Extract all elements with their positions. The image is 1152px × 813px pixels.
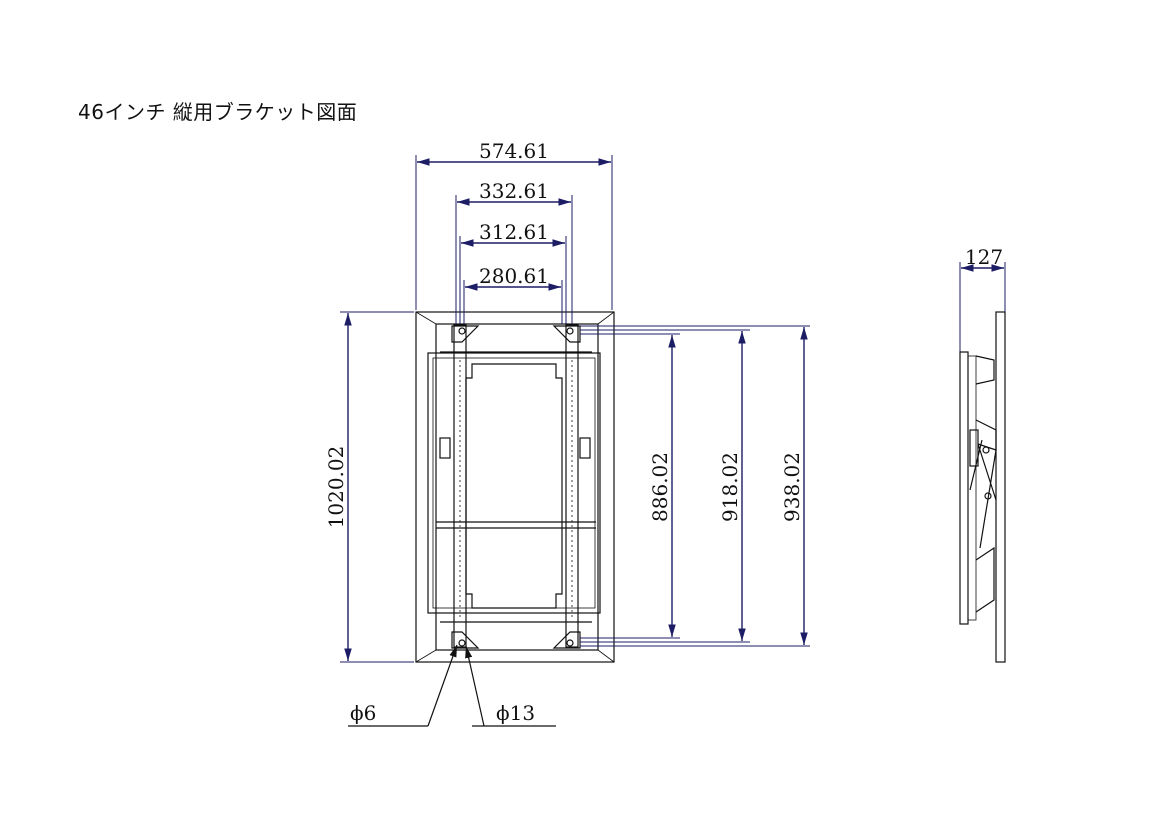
inner-frame [435, 323, 599, 651]
left-clip [439, 437, 451, 459]
dim-width-332: 332.61 [479, 179, 549, 203]
dim-height-938: 938.02 [780, 452, 804, 522]
right-dimensions: 886.02 918.02 938.02 [580, 325, 810, 647]
tilt-arm [969, 439, 997, 549]
mounting-hole [566, 327, 574, 335]
corner-plate-tl [451, 325, 480, 343]
corner-plate-bl [451, 631, 480, 649]
right-vertical-bracket [565, 324, 579, 648]
dim-overall-height: 1020.02 [324, 446, 348, 529]
mounting-hole [458, 327, 466, 335]
right-clip [579, 437, 591, 459]
hole-callouts: ϕ6 ϕ13 [348, 644, 556, 727]
center-cutout [465, 363, 563, 609]
drawing-title: 46インチ 縦用ブラケット図面 [78, 100, 358, 124]
side-view: 127 [959, 245, 1006, 663]
dim-depth: 127 [965, 245, 1003, 269]
outer-frame [415, 311, 615, 663]
top-dimensions: 574.61 332.61 312.61 280.61 [415, 139, 613, 324]
hole-small-label: ϕ6 [350, 701, 376, 725]
mounting-hole [566, 639, 574, 647]
left-dimension: 1020.02 [324, 311, 414, 663]
corner-plate-tr [552, 325, 581, 343]
front-view [415, 311, 615, 663]
corner-plate-br [552, 631, 581, 649]
mounting-hole [458, 639, 466, 647]
dim-width-280: 280.61 [479, 264, 549, 288]
dim-height-886: 886.02 [648, 452, 672, 522]
dim-overall-width: 574.61 [479, 139, 549, 163]
wall-plate [995, 311, 1006, 663]
dim-width-312: 312.61 [479, 220, 549, 244]
dim-height-918: 918.02 [718, 452, 742, 522]
display-rail [959, 351, 969, 625]
hole-large-label: ϕ13 [496, 701, 535, 725]
back-rail-frame [427, 352, 601, 614]
